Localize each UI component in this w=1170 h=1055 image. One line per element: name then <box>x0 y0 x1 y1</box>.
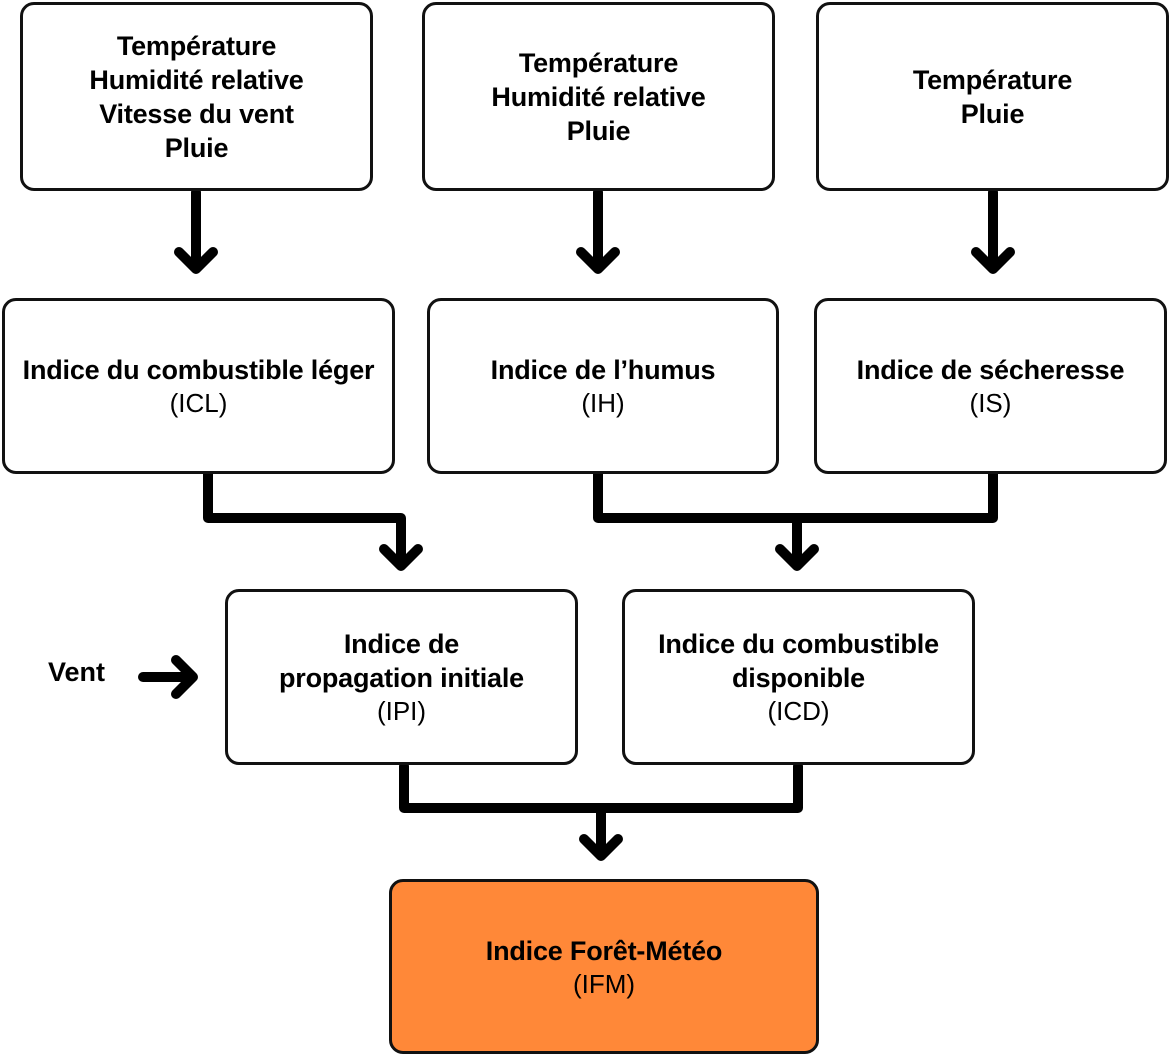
icd-abbr: (ICD) <box>767 696 830 726</box>
input-label: Vitesse du vent <box>99 98 294 129</box>
ih-box: Indice de l’humus (IH) <box>427 298 779 474</box>
arrow-inputs-to-icl <box>174 187 218 274</box>
connector-ih-is <box>593 469 998 523</box>
icl-box: Indice du combustible léger (ICL) <box>2 298 395 474</box>
icl-abbr: (ICL) <box>169 388 228 418</box>
arrow-to-icd <box>775 513 819 571</box>
is-abbr: (IS) <box>969 388 1012 418</box>
arrow-icl-to-ipi <box>203 469 423 571</box>
arrow-inputs-to-ih <box>576 187 620 274</box>
inputs-box-dc: Température Pluie <box>816 2 1169 191</box>
ipi-box: Indice de propagation initiale (IPI) <box>225 589 578 765</box>
input-label: Température <box>116 30 277 61</box>
ih-abbr: (IH) <box>581 388 625 418</box>
inputs-box-ffmc: Température Humidité relative Vitesse du… <box>20 2 373 191</box>
is-title: Indice de sécheresse <box>856 355 1125 385</box>
icd-title: disponible <box>731 663 865 693</box>
icd-box: Indice du combustible disponible (ICD) <box>622 589 975 765</box>
inputs-box-dmc: Température Humidité relative Pluie <box>422 2 775 191</box>
ifm-title: Indice Forêt-Météo <box>485 935 723 966</box>
input-label: Température <box>518 47 679 78</box>
ipi-title: Indice de <box>343 629 460 659</box>
arrow-to-ifm <box>579 803 623 861</box>
icl-title: Indice du combustible léger <box>22 355 375 385</box>
input-label: Humidité relative <box>89 64 304 95</box>
input-label: Humidité relative <box>491 81 706 112</box>
ipi-abbr: (IPI) <box>376 696 427 726</box>
wind-label: Vent <box>48 657 106 687</box>
input-label: Pluie <box>164 132 229 163</box>
ih-title: Indice de l’humus <box>490 355 716 385</box>
arrow-wind-to-ipi <box>138 655 198 699</box>
input-label: Pluie <box>960 98 1025 129</box>
input-label: Température <box>912 64 1073 95</box>
ifm-abbr: (IFM) <box>572 968 636 999</box>
arrow-inputs-to-is <box>971 187 1015 274</box>
input-label: Pluie <box>566 115 631 146</box>
ifm-box: Indice Forêt-Météo (IFM) <box>389 879 819 1054</box>
is-box: Indice de sécheresse (IS) <box>814 298 1167 474</box>
connector-ipi-icd <box>399 761 803 813</box>
ipi-title: propagation initiale <box>278 663 524 693</box>
icd-title: Indice du combustible <box>658 629 939 659</box>
